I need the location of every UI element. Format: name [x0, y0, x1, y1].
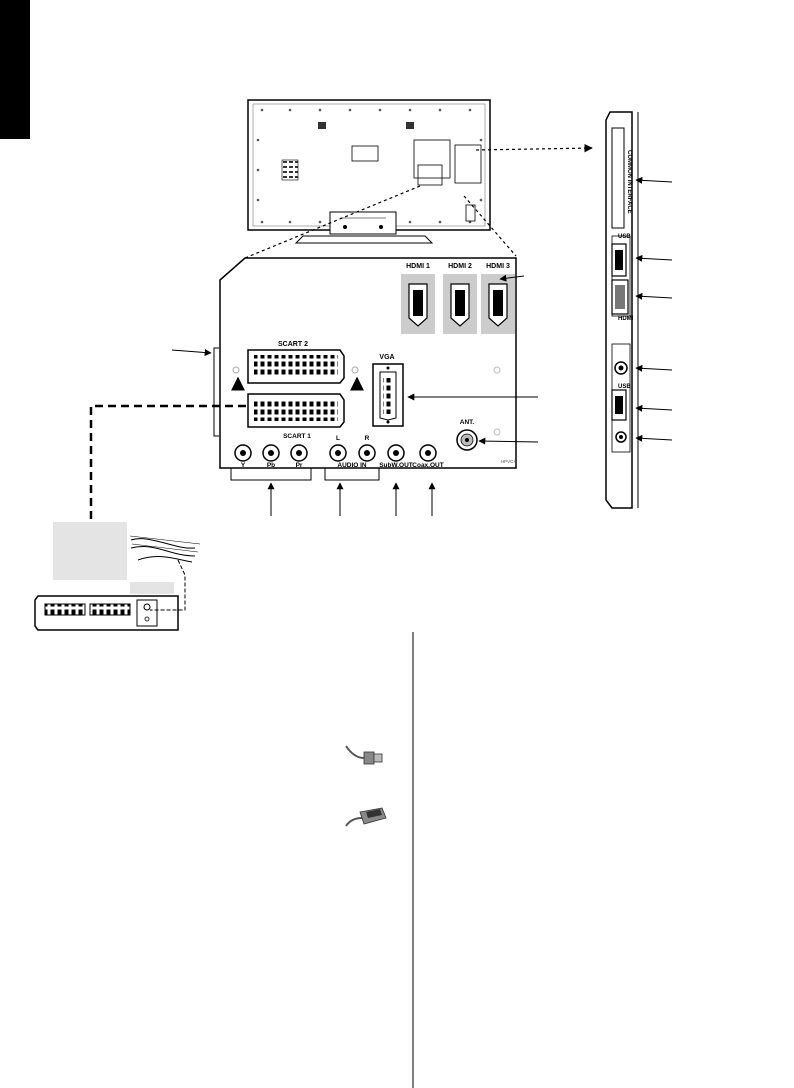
- y-label: Y: [241, 462, 246, 469]
- scart1-label: SCART 1: [283, 433, 311, 440]
- l-label: L: [336, 435, 340, 442]
- brackets: [213, 347, 380, 481]
- subw-out-label: SubW.OUT: [379, 462, 413, 469]
- ant-label: ANT.: [460, 419, 475, 426]
- audio-in-label: AUDIO IN: [337, 462, 367, 469]
- scart1-port: [247, 393, 345, 428]
- r-label: R: [365, 435, 370, 442]
- tv-rear-view: [247, 99, 491, 244]
- antenna-port: [456, 429, 478, 451]
- pb-label: Pb: [267, 462, 275, 469]
- side-connector-panel: COMMON INTERFACE USB HDMI USB: [605, 111, 673, 509]
- side-usb1-label: USB: [618, 234, 631, 240]
- side-usb2-label: USB: [618, 384, 631, 390]
- scart2-label: SCART 2: [278, 341, 308, 348]
- scart2-port: [247, 349, 345, 384]
- hdmi-ports: [401, 274, 515, 334]
- scart-plug-icon: [345, 807, 387, 827]
- hdmi2-label: HDMI 2: [448, 263, 472, 270]
- hdmi1-label: HDMI 1: [406, 263, 430, 270]
- panel-small-mark: HPVC+: [501, 459, 517, 464]
- side-ci-label: COMMON INTERFACE: [626, 150, 632, 214]
- vga-port: [372, 363, 404, 427]
- zoom-lines: [244, 143, 593, 259]
- vga-label: VGA: [379, 354, 394, 361]
- pr-label: Pr: [296, 462, 303, 469]
- rear-connector-panel: HDMI 1 HDMI 2 HDMI 3 SCART 2 SCART 1 VGA…: [219, 257, 517, 469]
- coax-plug-icon: [345, 745, 383, 765]
- callout-arrows: [171, 274, 539, 516]
- rca-jacks: [234, 444, 437, 462]
- side-hdmi-label: HDMI: [618, 316, 634, 322]
- hdmi3-label: HDMI 3: [486, 263, 510, 270]
- coax-out-label: Coax.OUT: [412, 462, 443, 469]
- external-device: [34, 522, 201, 631]
- page-tab-marker: [0, 0, 30, 139]
